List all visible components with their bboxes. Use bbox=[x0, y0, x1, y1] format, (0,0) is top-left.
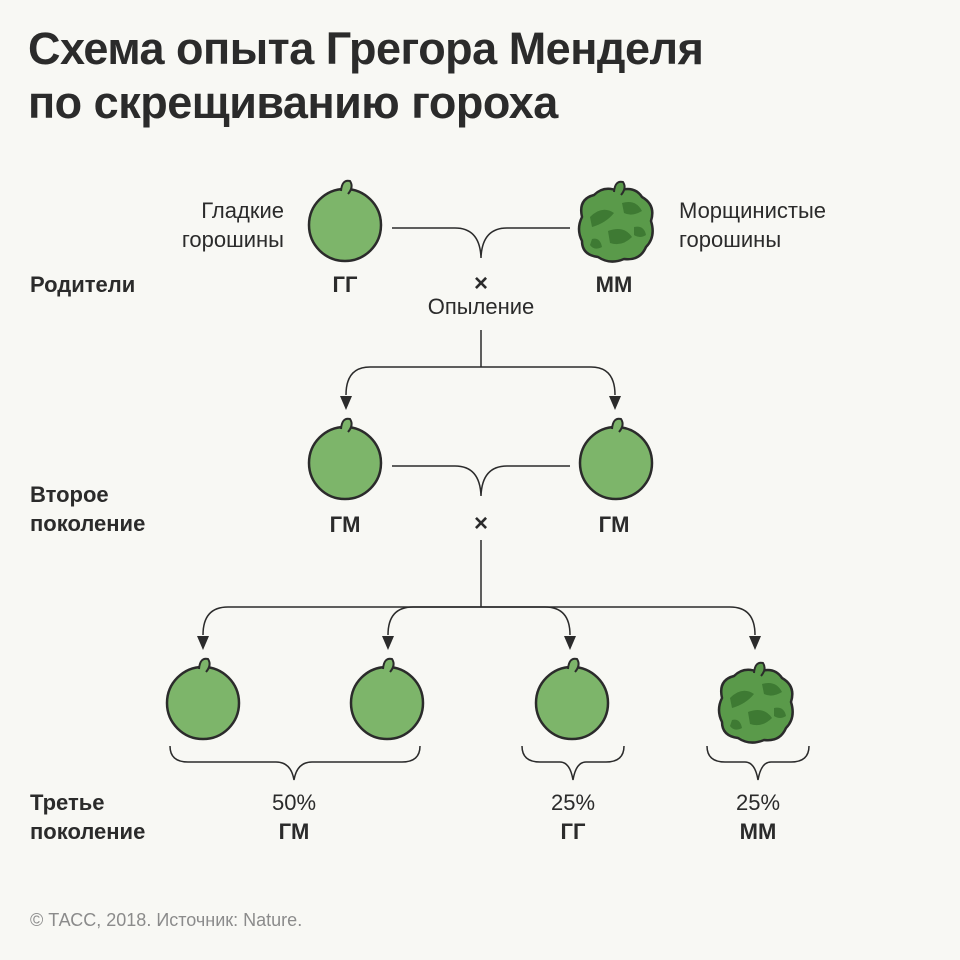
right-parent-caption-line-1: Морщинистые bbox=[679, 198, 826, 223]
parent-left-genotype: ГГ bbox=[332, 272, 358, 297]
row-label-second-line-2: поколение bbox=[30, 511, 146, 536]
second-gen-right-pea bbox=[578, 417, 654, 501]
left-parent-caption-line-2: горошины bbox=[181, 227, 284, 252]
third-gen-pea-2 bbox=[349, 657, 425, 741]
second-gen-bracket bbox=[392, 465, 570, 497]
group-percent: 25% bbox=[550, 790, 596, 815]
group-25-percent-gg: 25% ГГ bbox=[551, 788, 595, 846]
parent-smooth-pea bbox=[307, 179, 383, 263]
split-right-line bbox=[481, 366, 616, 396]
page-title: Схема опыта Грегора Менделя по скрещиван… bbox=[28, 22, 704, 130]
second-gen-left-pea bbox=[307, 417, 383, 501]
row-label-third-line-2: поколение bbox=[30, 819, 146, 844]
split-line-2 bbox=[387, 606, 481, 636]
right-parent-caption-line-2: горошины bbox=[679, 227, 782, 252]
group-percent: 50% bbox=[271, 790, 317, 815]
cross-symbol: × bbox=[473, 510, 489, 537]
second-gen-right-genotype: ГМ bbox=[598, 512, 630, 537]
title-line-1: Схема опыта Грегора Менделя bbox=[28, 23, 704, 74]
arrow-down-icon bbox=[382, 636, 394, 650]
brace-25-percent-gg bbox=[521, 745, 625, 781]
row-label-second-line-1: Второе bbox=[30, 482, 109, 507]
left-parent-caption: Гладкие горошины bbox=[182, 196, 284, 254]
second-gen-left-genotype: ГМ bbox=[329, 512, 361, 537]
parent-wrinkled-pea bbox=[577, 180, 654, 263]
arrow-down-icon bbox=[609, 396, 621, 410]
row-label-second-generation: Второе поколение bbox=[30, 480, 145, 538]
split-line-3 bbox=[481, 606, 571, 636]
arrow-down-icon bbox=[564, 636, 576, 650]
arrow-down-icon bbox=[749, 636, 761, 650]
split-line-4 bbox=[481, 606, 756, 636]
group-genotype: ГГ bbox=[560, 819, 586, 844]
split-left-line bbox=[345, 366, 481, 396]
third-gen-pea-3 bbox=[534, 657, 610, 741]
title-line-2: по скрещиванию гороха bbox=[28, 77, 558, 128]
group-percent: 25% bbox=[735, 790, 781, 815]
brace-25-percent-mm bbox=[706, 745, 810, 781]
arrow-down-icon bbox=[340, 396, 352, 410]
parent-right-genotype: ММ bbox=[595, 272, 633, 297]
row-label-parents: Родители bbox=[30, 272, 136, 297]
cross-symbol: × bbox=[473, 270, 489, 297]
source-footer: © ТАСС, 2018. Источник: Nature. bbox=[30, 910, 303, 930]
right-parent-caption: Морщинистые горошины bbox=[679, 196, 826, 254]
split-line-1 bbox=[202, 606, 481, 636]
pollination-label: Опыление bbox=[427, 294, 535, 319]
group-25-percent-mm: 25% ММ bbox=[736, 788, 780, 846]
brace-50-percent bbox=[169, 745, 421, 781]
group-50-percent: 50% ГМ bbox=[272, 788, 316, 846]
group-genotype: ГМ bbox=[278, 819, 310, 844]
arrow-down-icon bbox=[197, 636, 209, 650]
group-genotype: ММ bbox=[739, 819, 777, 844]
row-label-third-line-1: Третье bbox=[30, 790, 105, 815]
row-label-third-generation: Третье поколение bbox=[30, 788, 145, 846]
third-gen-pea-4 bbox=[717, 661, 794, 744]
third-gen-pea-1 bbox=[165, 657, 241, 741]
parents-bracket bbox=[392, 227, 570, 259]
left-parent-caption-line-1: Гладкие bbox=[201, 198, 284, 223]
